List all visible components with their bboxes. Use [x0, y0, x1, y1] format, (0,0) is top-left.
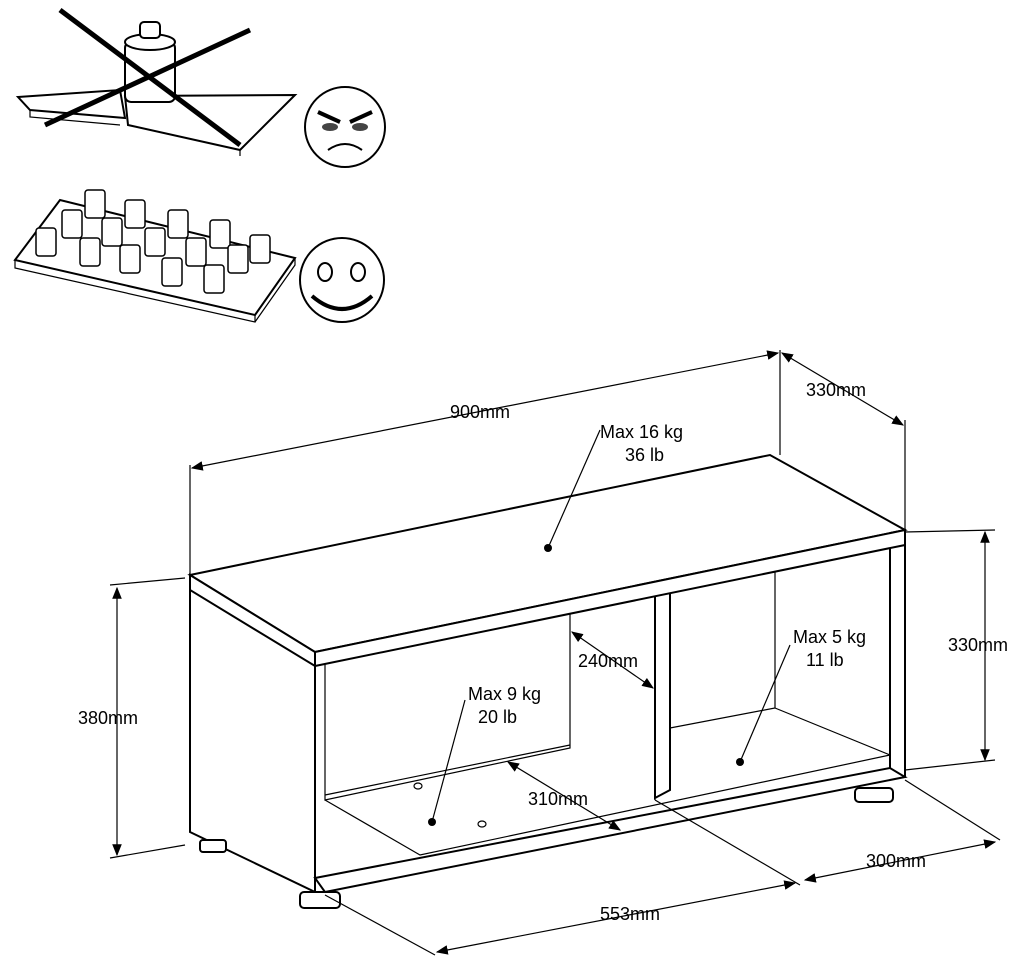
concentrated-weight-crossed-out-icon	[15, 8, 298, 156]
right-depth-label: 300mm	[866, 851, 926, 871]
inner-height-label: 330mm	[948, 635, 1008, 655]
load-pointers	[428, 429, 791, 826]
top-load-kg: Max 16 kg	[600, 422, 683, 442]
depth-top-label: 330mm	[806, 380, 866, 400]
width-label: 900mm	[450, 402, 510, 422]
shelf-depth-label: 310mm	[528, 789, 588, 809]
tv-bench-drawing	[187, 453, 908, 909]
left-load-kg: Max 9 kg	[468, 684, 541, 704]
divider-height-label: 240mm	[578, 651, 638, 671]
right-load-kg: Max 5 kg	[793, 627, 866, 647]
left-load-lb: 20 lb	[478, 707, 517, 727]
angry-face-icon	[304, 86, 386, 168]
dimension-lines	[109, 350, 1001, 956]
right-load-lb: 11 lb	[806, 650, 844, 670]
distributed-weights-icon	[13, 189, 297, 323]
top-load-lb: 36 lb	[625, 445, 664, 465]
total-height-label: 380mm	[78, 708, 138, 728]
happy-face-icon	[299, 237, 385, 323]
compartment-width-label: 553mm	[600, 904, 660, 924]
